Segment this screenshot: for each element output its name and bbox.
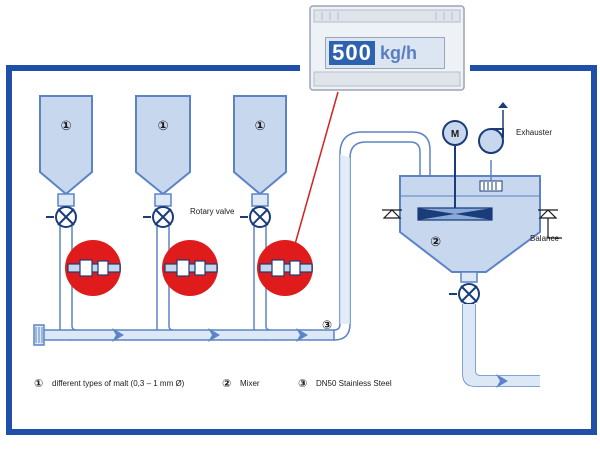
frame-border	[6, 65, 597, 435]
flow-arrow-1	[112, 328, 124, 342]
rotary-valve-2	[143, 206, 174, 228]
rotary-valve-outlet	[449, 283, 480, 305]
silo-3-label: ①	[254, 119, 265, 134]
silo-1	[39, 95, 93, 196]
pipe-number-label: ③	[322, 318, 332, 332]
mixer-outlet	[460, 271, 478, 283]
flow-rate-unit: kg/h	[380, 43, 418, 63]
legend-symbol-1: ①	[34, 377, 43, 390]
mixer-number-label: ②	[430, 235, 441, 250]
balance-label: Balance	[530, 234, 559, 243]
silo-2-outlet	[154, 193, 172, 207]
legend-text-1: different types of malt (0,3 – 1 mm Ø)	[52, 379, 185, 388]
signal-line	[289, 91, 339, 263]
silo-3	[233, 95, 287, 196]
legend-symbol-2: ②	[222, 377, 231, 390]
mixer-vessel	[399, 146, 541, 273]
silo-2	[135, 95, 191, 196]
exhauster-label: Exhauster	[516, 128, 552, 137]
flow-arrow-3	[296, 328, 308, 342]
riser-pipe	[333, 131, 431, 341]
balance-support-left	[382, 209, 402, 219]
display-screen: 500 kg/h	[325, 37, 445, 69]
silo-2-label: ①	[157, 119, 168, 134]
legend-symbol-3: ③	[298, 377, 307, 390]
silo-3-outlet	[251, 193, 269, 207]
flow-arrow-outlet	[496, 374, 508, 388]
balance-support-right	[538, 209, 562, 239]
meter-highlight-3	[257, 240, 313, 296]
rotary-valve-label: Rotary valve	[190, 207, 235, 216]
main-line	[41, 329, 335, 341]
rotary-valve-1	[46, 206, 77, 228]
motor-label: M	[451, 129, 459, 140]
flow-rate-display: 500 kg/h	[308, 4, 466, 92]
rotary-valve-3	[240, 206, 271, 228]
legend-text-2: Mixer	[240, 379, 260, 388]
legend-text-3: DN50 Stainless Steel	[316, 379, 392, 388]
exhauster-icon	[478, 102, 508, 154]
flow-arrow-2	[208, 328, 220, 342]
silo-1-label: ①	[60, 119, 71, 134]
silo-1-outlet	[57, 193, 75, 207]
flow-rate-value: 500	[329, 41, 375, 65]
meter-highlight-1	[65, 240, 121, 296]
meter-highlight-2	[162, 240, 218, 296]
motor-icon	[442, 120, 468, 146]
